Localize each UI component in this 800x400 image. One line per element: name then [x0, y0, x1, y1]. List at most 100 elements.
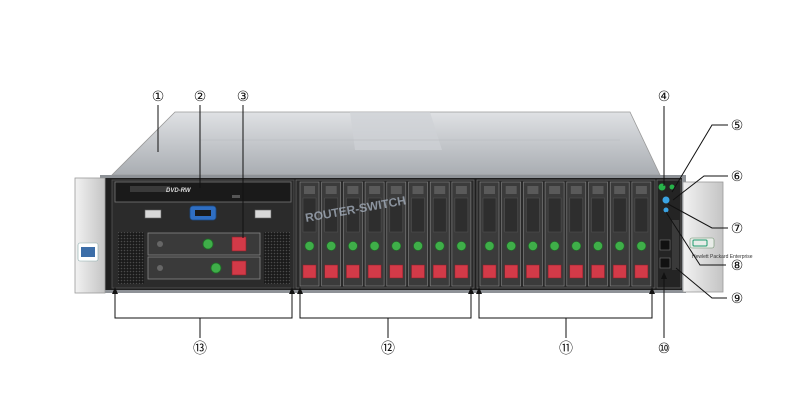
drive-activity-icon	[348, 241, 358, 251]
drive-led-icon	[157, 265, 163, 271]
small-drive-bay-1	[147, 232, 261, 256]
drive-activity-icon	[434, 241, 445, 251]
drive-vent	[612, 197, 627, 233]
drive-activity-icon	[413, 241, 423, 251]
drive-vent	[504, 197, 518, 233]
drive-release-button	[231, 236, 247, 252]
drive-carrier	[609, 181, 630, 287]
drive-activity-icon	[391, 241, 402, 251]
drive-carrier	[631, 181, 652, 287]
drive-activity-icon	[506, 241, 517, 251]
drive-carrier	[429, 181, 450, 287]
drive-release-button	[547, 264, 562, 279]
drive-activity-icon	[210, 262, 222, 274]
drive-release-button	[324, 264, 338, 279]
dvd-label: DVD-RW	[166, 188, 192, 194]
callout-11: ⑪	[559, 341, 573, 357]
bracket-13	[114, 290, 293, 319]
drive-vent	[526, 197, 540, 233]
drive-activity-icon	[202, 238, 214, 250]
nic-led-icon	[663, 207, 669, 213]
drive-activity-icon	[369, 241, 380, 251]
dvd-eject-button	[232, 195, 240, 198]
drive-carrier	[408, 181, 428, 287]
drive-label-plate	[527, 186, 539, 194]
callout-5: ⑤	[731, 118, 744, 134]
callout-7: ⑦	[731, 221, 744, 237]
usb-port-icon-3	[659, 239, 671, 251]
drive-release-button	[482, 264, 497, 279]
callout-12: ⑫	[381, 341, 395, 357]
media-bay-section: DVD-RW	[111, 179, 295, 289]
drive-label-plate	[635, 186, 647, 194]
drive-label-plate	[412, 186, 424, 194]
drive-activity-icon	[326, 241, 337, 251]
drive-carrier	[386, 181, 407, 287]
drive-label-plate	[614, 186, 626, 194]
drive-vent	[591, 197, 605, 233]
bracket-11	[478, 290, 653, 319]
drive-vent	[569, 197, 584, 233]
drive-label-plate	[549, 186, 561, 194]
drive-carrier	[544, 181, 565, 287]
drive-carrier	[588, 181, 608, 287]
drive-release-button	[569, 264, 584, 279]
drive-vent	[324, 197, 338, 233]
drive-release-button	[367, 264, 382, 279]
drive-release-button	[432, 264, 447, 279]
drive-release-button	[302, 264, 317, 279]
leader-line-6	[672, 175, 728, 201]
drive-activity-icon	[549, 241, 560, 251]
drive-label-plate	[325, 186, 337, 194]
drive-vent	[634, 197, 649, 233]
drive-release-button	[591, 264, 605, 279]
intel-badge-logo	[81, 247, 95, 257]
drive-carrier	[321, 181, 342, 287]
left-rack-ear	[74, 177, 106, 294]
drive-activity-icon	[456, 241, 467, 251]
leader-line-9	[675, 267, 727, 299]
drive-release-button	[634, 264, 649, 279]
drive-activity-icon	[484, 241, 495, 251]
ilo-service-port-icon	[672, 220, 679, 270]
drive-label-plate	[484, 186, 495, 194]
callout-9: ⑨	[731, 291, 744, 307]
drive-release-button	[389, 264, 404, 279]
optical-drive: DVD-RW	[114, 181, 292, 203]
callout-10: ⑩	[658, 341, 671, 357]
drive-label-plate	[505, 186, 517, 194]
drive-label-plate	[592, 186, 604, 194]
serial-tag-icon	[659, 257, 671, 269]
usb-port-icon	[144, 209, 162, 219]
leader-line-5	[671, 124, 728, 193]
uid-button-icon	[662, 196, 670, 204]
drive-vent	[482, 197, 497, 233]
drive-carrier	[479, 181, 500, 287]
drive-carrier	[501, 181, 522, 287]
drive-release-button	[346, 264, 360, 279]
drive-release-button	[504, 264, 518, 279]
drive-label-plate	[347, 186, 359, 194]
health-led-icon	[669, 184, 675, 190]
drive-label-plate	[434, 186, 446, 194]
drive-vent	[454, 197, 469, 233]
drive-carrier	[566, 181, 587, 287]
callout-6: ⑥	[731, 169, 744, 185]
drive-vent	[411, 197, 425, 233]
drive-led-icon	[157, 241, 163, 247]
right-vent-grill	[264, 232, 290, 284]
dvd-tray-slot	[130, 186, 170, 192]
sff-drive-bays	[299, 181, 652, 287]
left-vent-grill	[118, 232, 144, 284]
drive-activity-icon	[304, 241, 315, 251]
drive-carrier	[343, 181, 363, 287]
callout-13: ⑬	[193, 341, 207, 357]
drive-vent	[389, 197, 404, 233]
drive-release-button	[231, 260, 247, 276]
drive-carrier	[523, 181, 543, 287]
drive-label-plate	[369, 186, 381, 194]
front-io-ports	[144, 205, 272, 221]
drive-release-button	[526, 264, 540, 279]
callout-1: ①	[152, 89, 165, 105]
leader-lines	[157, 105, 728, 338]
